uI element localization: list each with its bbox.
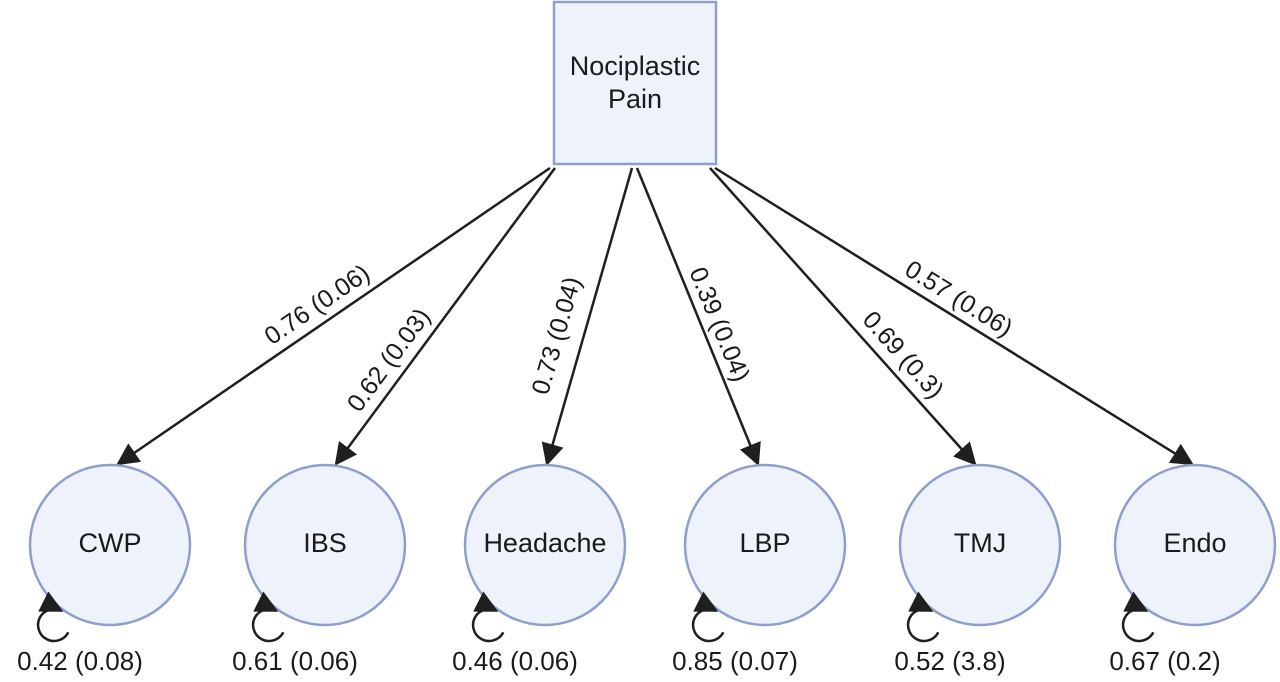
indicator-circle-cwp bbox=[28, 463, 192, 627]
indicator-label-lbp: LBP bbox=[739, 528, 790, 558]
latent-box bbox=[552, 0, 718, 166]
residual-label-tmj: 0.52 (3.8) bbox=[894, 646, 1005, 676]
indicator-node-tmj[interactable]: TMJ bbox=[898, 463, 1062, 627]
residuals-layer: 0.42 (0.08) 0.61 (0.06) 0.46 (0.06) 0.85 (0… bbox=[17, 591, 1221, 676]
residual-loop-cwp bbox=[36, 591, 70, 643]
edge-endo bbox=[714, 166, 1194, 466]
residual-loop-tmj bbox=[906, 591, 940, 643]
edge-cwp bbox=[116, 166, 551, 466]
indicator-label-tmj: TMJ bbox=[954, 528, 1006, 558]
indicator-label-headache: Headache bbox=[483, 528, 606, 558]
residual-label-headache: 0.46 (0.06) bbox=[452, 646, 578, 676]
loading-label-endo: 0.57 (0.06) bbox=[900, 255, 1018, 343]
edge-ibs bbox=[334, 167, 557, 466]
residual-label-endo: 0.67 (0.2) bbox=[1109, 646, 1220, 676]
edge-lbp bbox=[635, 167, 761, 467]
residual-loop-lbp bbox=[691, 591, 725, 643]
loading-label-ibs: 0.62 (0.03) bbox=[342, 303, 436, 417]
indicator-node-ibs[interactable]: IBS bbox=[243, 463, 407, 627]
indicator-node-lbp[interactable]: LBP bbox=[683, 463, 847, 627]
latent-node[interactable]: Nociplastic Pain bbox=[552, 0, 718, 166]
indicator-node-endo[interactable]: Endo bbox=[1113, 463, 1277, 627]
indicator-nodes-layer: CWP IBS Headache LBP TMJ Endo bbox=[28, 463, 1277, 627]
indicator-circle-ibs bbox=[243, 463, 407, 627]
indicator-node-cwp[interactable]: CWP bbox=[28, 463, 192, 627]
residual-label-lbp: 0.85 (0.07) bbox=[672, 646, 798, 676]
loading-label-tmj: 0.69 (0.3) bbox=[857, 306, 949, 404]
residual-loop-endo bbox=[1121, 591, 1155, 643]
indicator-circle-endo bbox=[1113, 463, 1277, 627]
loading-label-headache: 0.73 (0.04) bbox=[527, 274, 587, 398]
edge-tmj bbox=[709, 167, 977, 466]
latent-label-line1: Nociplastic bbox=[570, 51, 701, 81]
edge-headache bbox=[541, 167, 634, 467]
indicator-node-headache[interactable]: Headache bbox=[463, 463, 627, 627]
residual-label-ibs: 0.61 (0.06) bbox=[232, 646, 358, 676]
edges-layer: 0.76 (0.06)0.62 (0.03)0.73 (0.04)0.39 (0… bbox=[116, 166, 1194, 467]
residual-loop-ibs bbox=[251, 591, 285, 643]
latent-label-line2: Pain bbox=[608, 84, 662, 114]
residual-loop-headache bbox=[471, 591, 505, 643]
indicator-circle-tmj bbox=[898, 463, 1062, 627]
indicator-label-ibs: IBS bbox=[303, 528, 347, 558]
residual-label-cwp: 0.42 (0.08) bbox=[17, 646, 143, 676]
indicator-label-endo: Endo bbox=[1163, 528, 1226, 558]
indicator-circle-headache bbox=[463, 463, 627, 627]
loading-label-cwp: 0.76 (0.06) bbox=[259, 259, 375, 350]
indicator-circle-lbp bbox=[683, 463, 847, 627]
indicator-label-cwp: CWP bbox=[79, 528, 142, 558]
